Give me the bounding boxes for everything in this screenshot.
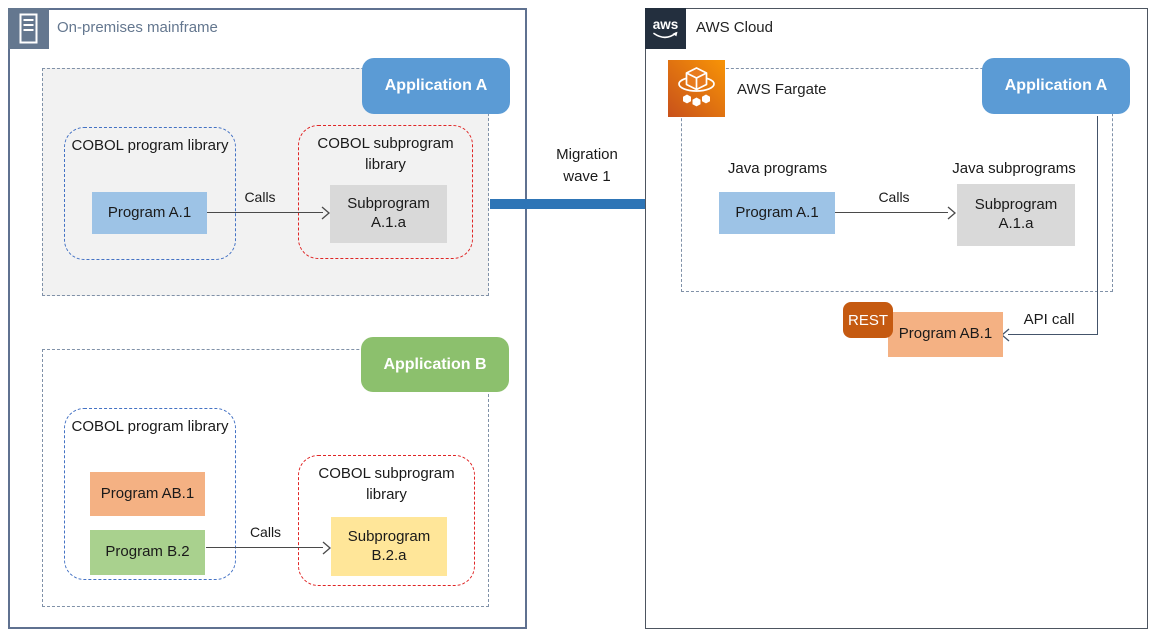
- program-a1-aws-node: Program A.1: [719, 192, 835, 234]
- aws-cloud-title: AWS Cloud: [696, 19, 773, 36]
- calls-arrow-a-line: [207, 212, 323, 214]
- onprem-app-b-badge: Application B: [361, 337, 509, 392]
- program-ab1-node: Program AB.1: [90, 472, 205, 516]
- calls-label-aws: Calls: [878, 189, 910, 205]
- api-call-label: API call: [1023, 311, 1075, 328]
- aws-logo-text: aws: [653, 17, 679, 32]
- cobol-program-library-b: COBOL program library: [64, 408, 236, 580]
- subprogram-a1a-aws-node: Subprogram A.1.a: [957, 184, 1075, 246]
- fargate-label: AWS Fargate: [737, 81, 827, 98]
- onprem-app-a-badge: Application A: [362, 58, 510, 114]
- program-ab1-aws-node: Program AB.1: [888, 312, 1003, 357]
- calls-label-b: Calls: [249, 524, 282, 540]
- aws-fargate-icon: [668, 60, 725, 117]
- aws-app-a-badge: Application A: [982, 58, 1130, 114]
- onprem-title: On-premises mainframe: [57, 19, 218, 36]
- cobol-program-library-b-label: COBOL program library: [71, 418, 229, 435]
- calls-arrow-b-line: [206, 547, 323, 549]
- api-call-connector-vertical: [1097, 116, 1099, 335]
- calls-arrow-a-head-icon: [321, 206, 330, 220]
- calls-arrow-aws-line: [835, 212, 948, 214]
- rest-badge: REST: [843, 302, 893, 338]
- migration-wave-label: Migration wave 1: [556, 146, 618, 185]
- java-subprograms-label: Java subprograms: [952, 160, 1076, 177]
- subprogram-b2a-node: Subprogram B.2.a: [331, 517, 447, 576]
- cobol-subprogram-library-a: COBOL subprogram library: [298, 125, 473, 259]
- onprem-app-b-region: [42, 349, 489, 607]
- fargate-region: [681, 68, 1113, 292]
- api-call-connector-horizontal: [1008, 334, 1098, 336]
- program-b2-node: Program B.2: [90, 530, 205, 575]
- aws-logo-icon: aws: [645, 8, 686, 49]
- cobol-program-library-a-label: COBOL program library: [71, 137, 229, 154]
- calls-arrow-aws-head-icon: [947, 206, 956, 220]
- cobol-subprogram-library-b-label: COBOL subprogram library: [318, 465, 455, 503]
- subprogram-a1a-node: Subprogram A.1.a: [330, 185, 447, 243]
- java-programs-label: Java programs: [727, 160, 828, 177]
- calls-arrow-b-head-icon: [322, 541, 331, 555]
- calls-label-a: Calls: [244, 189, 276, 205]
- cobol-subprogram-library-b: COBOL subprogram library: [298, 455, 475, 586]
- cobol-subprogram-library-a-label: COBOL subprogram library: [317, 135, 454, 173]
- program-a1-node: Program A.1: [92, 192, 207, 234]
- cobol-program-library-a: COBOL program library: [64, 127, 236, 260]
- migration-arrow-shaft: [490, 199, 660, 209]
- mainframe-icon: [8, 8, 49, 49]
